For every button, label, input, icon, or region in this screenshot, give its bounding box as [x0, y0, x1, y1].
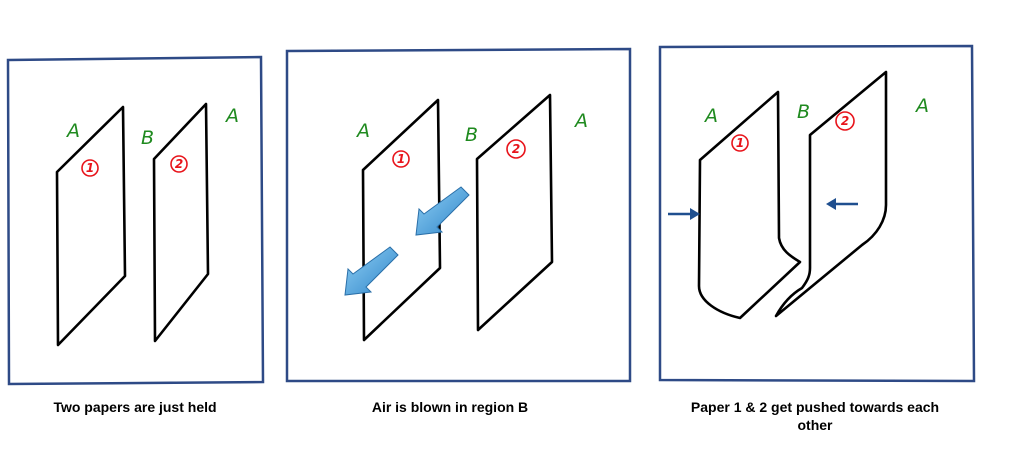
paper-2-bent — [774, 70, 888, 318]
region-a-left-label: A — [355, 120, 370, 142]
paper-2-number: 2 — [841, 114, 849, 128]
paper-2-number: 2 — [512, 142, 520, 156]
region-a-left-label: A — [65, 120, 80, 142]
panel-papers-pushed: A B A 1 2 — [658, 44, 976, 383]
region-a-left-label: A — [703, 105, 718, 127]
region-b-label: B — [797, 101, 810, 123]
panel-papers-held: A B A 1 2 — [6, 55, 265, 386]
paper-1-bent — [697, 90, 802, 320]
caption-panel-1: Two papers are just held — [53, 399, 217, 415]
paper-1 — [55, 105, 127, 347]
air-flow-arrow-upper — [415, 186, 470, 236]
push-arrow-right — [826, 198, 858, 210]
panel-frame — [658, 44, 976, 383]
region-b-label: B — [465, 124, 478, 146]
paper-2 — [152, 102, 210, 343]
air-flow-arrow-lower — [344, 246, 399, 296]
paper-1-number: 1 — [86, 161, 94, 175]
paper-1-number-badge: 1 — [81, 159, 99, 177]
paper-2-number-badge: 2 — [835, 111, 855, 131]
paper-2-number-badge: 2 — [170, 155, 188, 173]
region-b-label: B — [141, 127, 154, 149]
paper-1-number-badge: 1 — [731, 134, 749, 152]
panel-frame — [6, 55, 265, 386]
region-a-right-label: A — [914, 95, 929, 117]
paper-1-number: 1 — [397, 152, 405, 166]
panel-air-blown: A B A 1 2 — [285, 47, 632, 383]
paper-1-number: 1 — [736, 136, 744, 150]
caption-panel-2: Air is blown in region B — [371, 399, 529, 415]
region-a-right-label: A — [224, 105, 239, 127]
paper-1-number-badge: 1 — [392, 150, 410, 168]
push-arrow-left — [668, 208, 700, 220]
region-a-right-label: A — [573, 110, 588, 132]
paper-2-number-badge: 2 — [506, 139, 526, 159]
panel-frame — [285, 47, 632, 383]
caption-panel-3: Paper 1 & 2 get pushed towards each othe… — [690, 399, 940, 433]
paper-2-number: 2 — [175, 157, 183, 171]
paper-2 — [475, 93, 554, 332]
